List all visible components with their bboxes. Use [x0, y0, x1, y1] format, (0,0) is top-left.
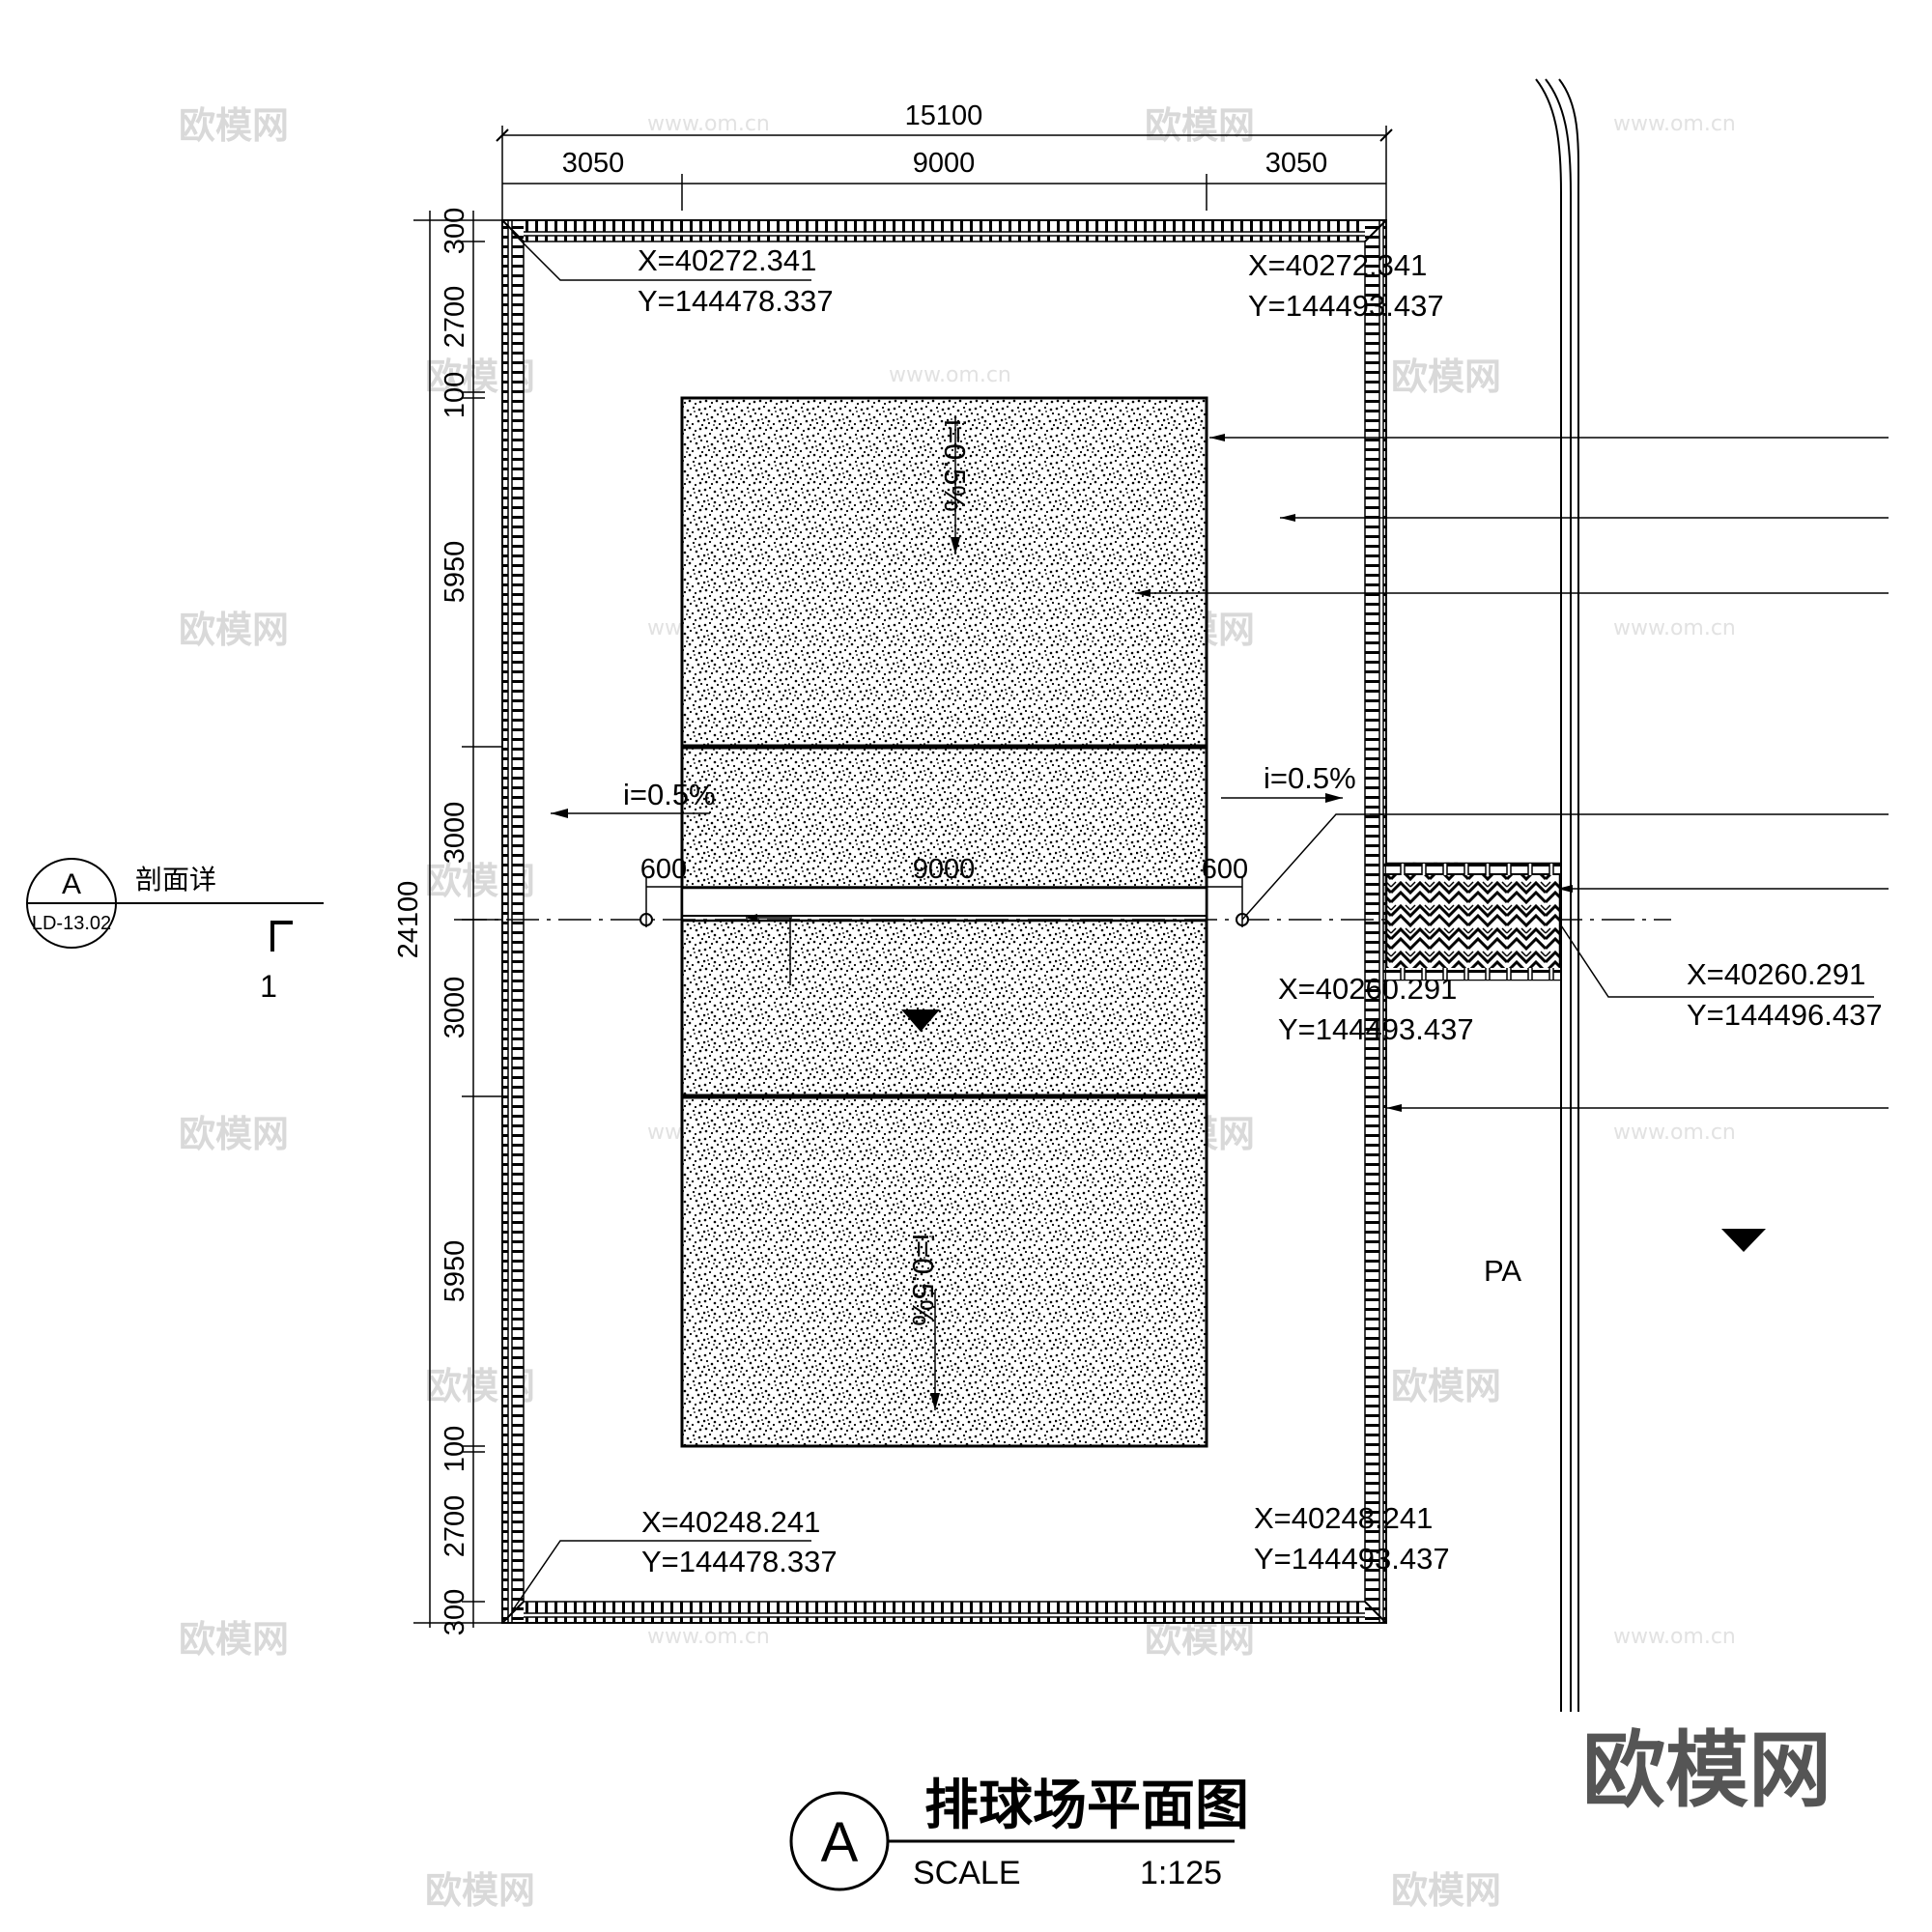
section-sheet: LD-13.02 [32, 913, 111, 934]
watermark-url: www.om.cn [1613, 1625, 1736, 1649]
dim-seg: 100 [440, 1426, 470, 1472]
coord-top-right-y: Y=144493.437 [1248, 289, 1444, 323]
coord-bottom-right-x: X=40248.241 [1254, 1501, 1433, 1535]
road-edge [1535, 78, 1580, 1712]
title-tag: A [821, 1811, 859, 1874]
coord-top-right-x: X=40272.341 [1248, 248, 1427, 282]
drawing-title: 排球场平面图 [924, 1775, 1249, 1835]
dim-right-margin: 3050 [1265, 148, 1328, 179]
watermark: 欧模网 [1391, 1869, 1501, 1912]
slope-right-label: i=0.5% [1264, 761, 1356, 795]
scale-value: 1:125 [1140, 1855, 1222, 1891]
watermark: 欧模网 [179, 1618, 289, 1661]
coord-entry-x: X=40260.291 [1687, 957, 1865, 991]
watermark: 欧模网 [1145, 104, 1255, 147]
coordinate-callouts: X=40272.341 Y=144478.337 X=40272.341 Y=1… [511, 231, 1883, 1612]
watermark-url: www.om.cn [647, 112, 770, 136]
dim-seg: 3000 [440, 977, 470, 1039]
dim-left-margin: 3050 [562, 148, 625, 179]
watermark-url: www.om.cn [1613, 616, 1736, 640]
dim-seg: 3000 [440, 802, 470, 865]
elevation-marker [901, 1009, 940, 1032]
dim-seg: 100 [440, 372, 470, 418]
dim-net-width: 9000 [913, 854, 976, 885]
dim-seg: 5950 [440, 541, 470, 604]
dim-seg: 300 [440, 1589, 470, 1635]
watermark-url: www.om.cn [647, 1625, 770, 1649]
watermark-url: www.om.cn [1613, 1121, 1736, 1145]
section-letter: A [62, 868, 81, 900]
watermark-url: www.om.cn [1613, 112, 1736, 136]
watermark: 欧模网 [179, 609, 289, 651]
scale-label: SCALE [913, 1855, 1021, 1891]
dim-seg: 2700 [440, 1495, 470, 1558]
coord-top-left-y: Y=144478.337 [638, 284, 834, 318]
dim-net-right: 600 [1202, 854, 1248, 885]
section-number: 1 [260, 969, 277, 1004]
watermark: 欧模网 [425, 1869, 535, 1912]
elevation-marker [1721, 1229, 1766, 1252]
dim-total-length: 24100 [393, 881, 424, 959]
slope-annotations: i=0.5% i=0.5% i=0.5% i=0.5% [551, 415, 1356, 1410]
coord-net-y: Y=144493.437 [1278, 1012, 1474, 1046]
leader-lines [1135, 434, 1889, 1112]
dim-seg: 5950 [440, 1240, 470, 1303]
slope-bottom-label: i=0.5% [906, 1234, 940, 1326]
watermark: 欧模网 [1145, 1618, 1255, 1661]
court-boundary [501, 219, 1387, 1624]
watermark: 欧模网 [1391, 1365, 1501, 1407]
coord-bottom-left-y: Y=144478.337 [641, 1545, 838, 1578]
entry-paving [1384, 862, 1562, 981]
watermark-url: www.om.cn [889, 363, 1011, 387]
dim-seg: 300 [440, 208, 470, 254]
watermark: 欧模网 [1391, 355, 1501, 398]
section-label: 剖面详 [135, 865, 216, 895]
net-dimensions: 600 9000 600 [640, 854, 1248, 927]
watermark: 欧模网 [179, 1113, 289, 1155]
section-marker: A LD-13.02 剖面详 1 [26, 858, 324, 1004]
coord-entry-y: Y=144496.437 [1687, 998, 1883, 1032]
coord-bottom-right-y: Y=144493.437 [1254, 1542, 1450, 1576]
watermark-logo: 欧模网 [1582, 1722, 1832, 1819]
playing-court [680, 396, 1208, 1448]
coord-bottom-left-x: X=40248.241 [641, 1505, 820, 1539]
slope-top-label: i=0.5% [938, 419, 972, 512]
coord-top-left-x: X=40272.341 [638, 243, 816, 277]
dim-court-width: 9000 [913, 148, 976, 179]
left-dimensions: 24100 300 2700 100 5950 3000 3000 5950 1… [393, 208, 502, 1635]
dim-seg: 2700 [440, 286, 470, 349]
watermark: 欧模网 [179, 104, 289, 147]
area-label-pa: PA [1484, 1254, 1521, 1288]
dim-total-width: 15100 [905, 100, 983, 131]
dim-net-left: 600 [640, 854, 687, 885]
slope-left-label: i=0.5% [623, 778, 716, 811]
title-block: A 排球场平面图 SCALE 1:125 [789, 1775, 1249, 1891]
top-dimensions: 15100 3050 9000 3050 [496, 100, 1393, 222]
